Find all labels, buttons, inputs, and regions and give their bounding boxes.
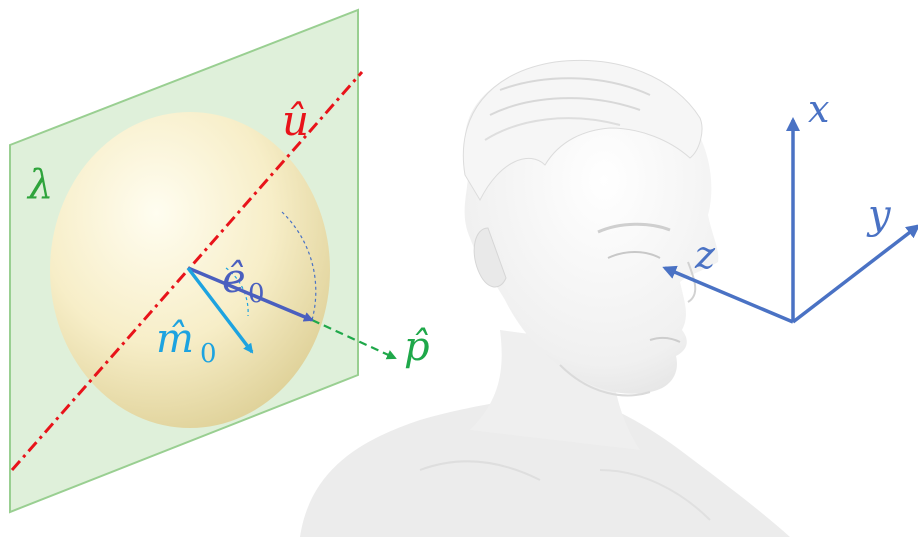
label-e-hat-0: ê 0 <box>222 256 265 309</box>
coordinate-frame <box>662 117 918 324</box>
vector-p-arrow <box>311 318 397 360</box>
vector-m-arrow <box>186 266 254 354</box>
axis-y-arrow <box>791 224 918 324</box>
label-e-sub: 0 <box>248 279 265 309</box>
label-m-hat-0: m̂ 0 <box>156 316 217 369</box>
label-x: x <box>808 87 829 131</box>
angle-arc-inner <box>225 267 249 317</box>
angle-arc-outer <box>281 211 317 321</box>
label-z: z <box>694 233 716 277</box>
label-u-hat: û <box>282 96 309 145</box>
sculpture-bust-icon <box>300 59 790 537</box>
label-p-hat: p̂ <box>404 324 430 370</box>
axis-z-arrow <box>662 265 794 324</box>
label-y: y <box>866 192 892 238</box>
label-m-sub: 0 <box>200 339 217 369</box>
label-m-hat: m̂ <box>156 316 194 362</box>
label-lambda: λ <box>26 162 53 208</box>
vector-e-arrow <box>187 266 314 322</box>
label-e-hat: ê <box>222 256 246 302</box>
